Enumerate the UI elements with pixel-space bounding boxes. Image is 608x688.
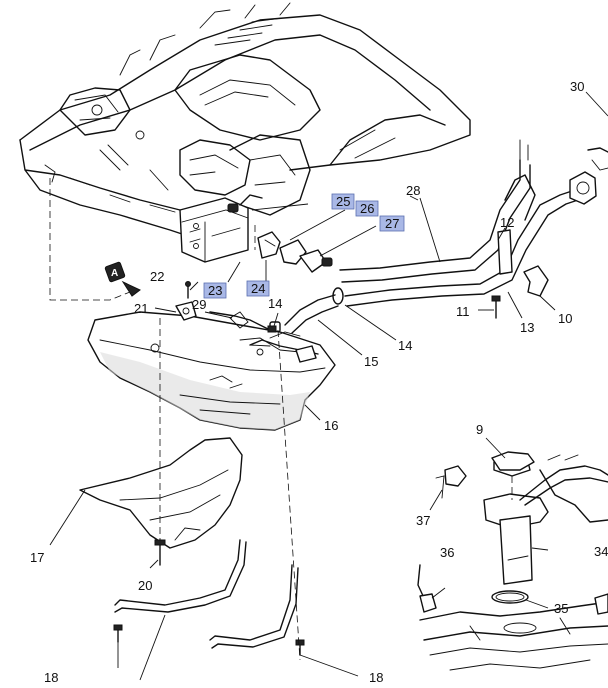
view-marker-a: A [104, 261, 141, 297]
callout-28: 28 [406, 183, 420, 198]
fuel-pump-module [483, 454, 608, 585]
hose-clamp-right [332, 287, 344, 305]
callout-34: 34 [594, 544, 608, 559]
callout-25: 25 [336, 194, 350, 209]
callout-18-left: 18 [44, 670, 58, 685]
tank-straps [114, 539, 299, 649]
callout-24: 24 [251, 281, 265, 296]
callout-37: 37 [416, 513, 430, 528]
callout-30: 30 [570, 79, 584, 94]
callout-10: 10 [558, 311, 572, 326]
bolt-11 [491, 295, 501, 319]
callout-24-box [246, 280, 270, 297]
evap-canister [179, 194, 263, 263]
bolt-18-left [113, 624, 123, 643]
callout-27: 27 [385, 216, 399, 231]
clip-21 [175, 301, 197, 321]
tank-section-lower-right [419, 593, 608, 671]
callout-23-box [203, 282, 227, 299]
connector-37 [435, 465, 467, 499]
filler-pipe-bracket [497, 229, 513, 275]
highlighted-callouts: 25 26 27 23 24 [203, 193, 405, 299]
callout-14-left: 14 [268, 296, 282, 311]
sensor-36 [417, 564, 437, 613]
callout-14-right: 14 [398, 338, 412, 353]
callout-12: 12 [500, 215, 514, 230]
canister-bracket [257, 231, 281, 259]
wiring-harness [209, 311, 277, 333]
bolt-18-right [295, 639, 305, 656]
callout-25-box [331, 193, 355, 210]
callout-21: 21 [134, 301, 148, 316]
vent-valve [279, 239, 333, 273]
callout-29: 29 [192, 297, 206, 312]
dashed-locator-lines [49, 178, 513, 661]
callout-11: 11 [456, 304, 470, 319]
callout-23: 23 [208, 283, 222, 298]
callout-26-box [355, 200, 379, 217]
view-marker-label: A [111, 268, 118, 279]
tank-connectors [249, 331, 319, 363]
callout-20: 20 [138, 578, 152, 593]
callout-18-right: 18 [369, 670, 383, 685]
callout-labels: 9 10 11 12 13 14 14 15 16 17 18 18 20 21… [30, 79, 608, 685]
callout-22: 22 [150, 269, 164, 284]
underbody-frame [19, 2, 471, 241]
heat-shield [79, 437, 243, 549]
leader-lines [49, 91, 608, 681]
fuel-tank [87, 311, 336, 431]
callout-9: 9 [476, 422, 483, 437]
callout-35: 35 [554, 601, 568, 616]
filler-hose [523, 265, 549, 297]
lock-ring [491, 451, 535, 471]
seal-35 [491, 590, 529, 604]
callout-26: 26 [360, 201, 374, 216]
callout-17: 17 [30, 550, 44, 565]
callout-27-box [379, 215, 405, 232]
pin-22 [185, 281, 191, 299]
callout-13: 13 [520, 320, 534, 335]
callout-16: 16 [324, 418, 338, 433]
callout-15: 15 [364, 354, 378, 369]
callout-36: 36 [440, 545, 454, 560]
